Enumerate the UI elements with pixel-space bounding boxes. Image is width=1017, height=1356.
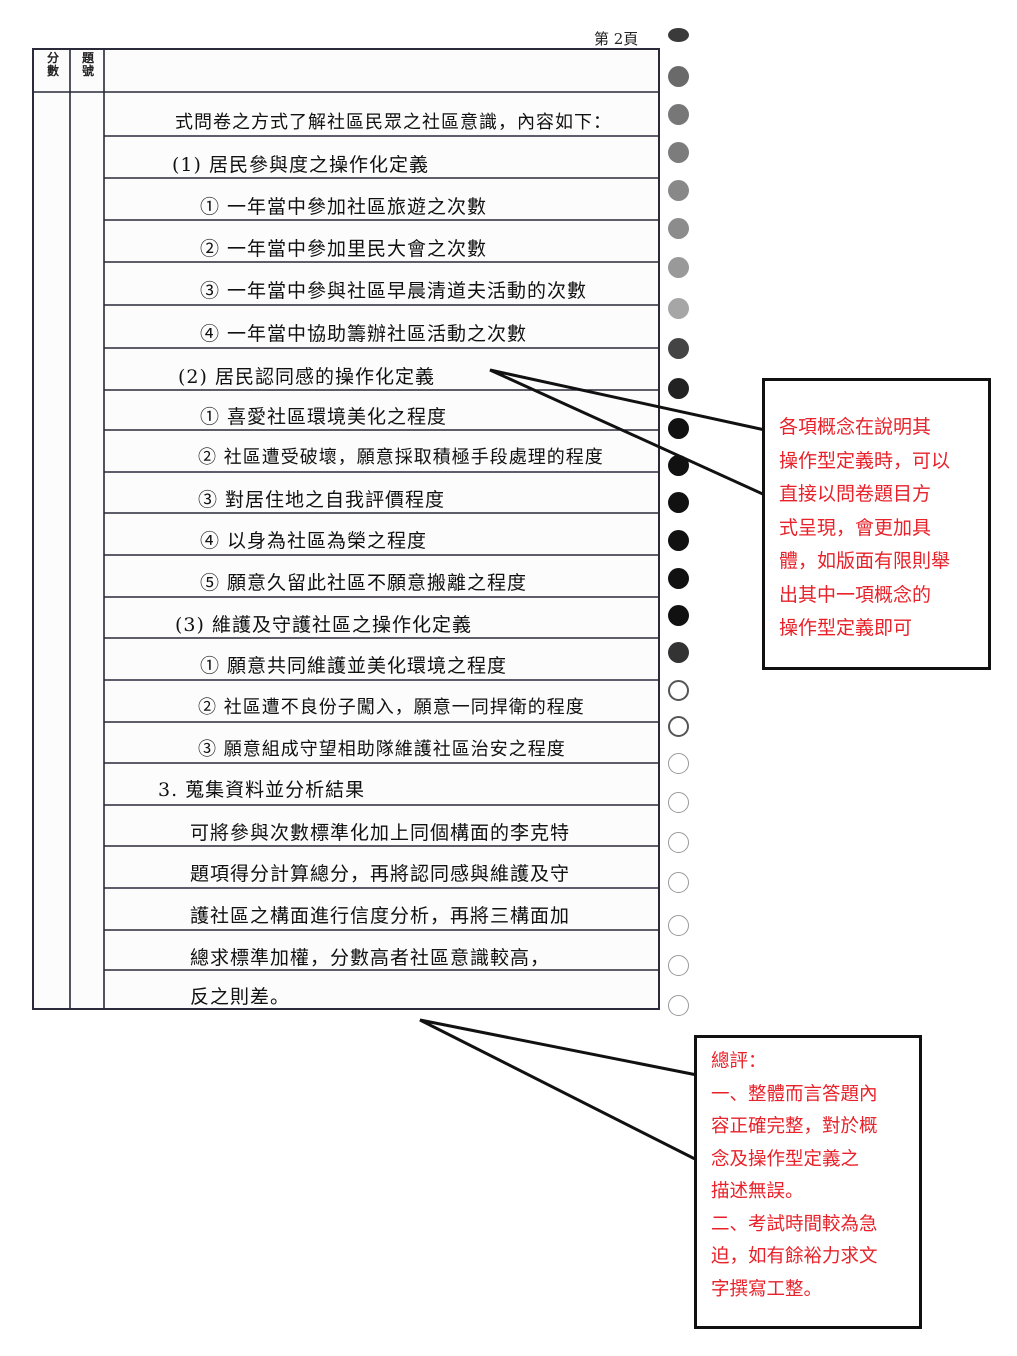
answer-line-16: ③ 願意組成守望相助隊維護社區治安之程度 [198,739,566,760]
answer-line-2: (1) 居民參與度之操作化定義 [172,154,429,176]
binder-hole [668,180,689,201]
binder-hole [668,568,689,589]
binder-hole [668,642,689,663]
binder-hole [668,753,689,774]
binder-hole [668,716,689,737]
binder-hole [668,66,689,87]
answer-line-6: ④ 一年當中協助籌辦社區活動之次數 [200,323,528,345]
answer-line-10: ③ 對居住地之自我評價程度 [198,489,446,511]
answer-line-1: 式問卷之方式了解社區民眾之社區意識，內容如下： [175,112,612,133]
comment-box-operational-definition: 各項概念在說明其 操作型定義時，可以 直接以問卷題目方 式呈現，會更加具 體，如… [762,378,991,670]
answer-line-21: 總求標準加權，分數高者社區意識較高， [190,947,551,969]
binder-hole [668,872,689,893]
answer-line-12: ⑤ 願意久留此社區不願意搬離之程度 [200,572,528,594]
answer-line-7: (2) 居民認同感的操作化定義 [178,366,435,388]
answer-line-14: ① 願意共同維護並美化環境之程度 [200,655,508,677]
question-number-column-header: 題 號 [81,51,94,78]
binder-hole [668,955,689,976]
callout-pointer-1 [489,368,766,497]
answer-line-15: ② 社區遭不良份子闖入，願意一同捍衛的程度 [198,697,585,718]
answer-line-3: ① 一年當中參加社區旅遊之次數 [200,196,488,218]
binder-hole [668,298,689,319]
answer-line-22: 反之則差。 [190,986,291,1008]
binder-hole [668,257,689,278]
binder-hole [668,492,689,513]
binder-hole [668,605,689,626]
answer-line-4: ② 一年當中參加里民大會之次數 [200,238,488,260]
binder-hole [668,338,689,359]
answer-line-5: ③ 一年當中參與社區早晨清道夫活動的次數 [200,280,588,302]
binder-hole [668,530,689,551]
comment-text: 總評： 一、整體而言答題內 容正確完整，對於概 念及操作型定義之 描述無誤。 二… [711,1051,878,1300]
binder-hole [668,995,689,1016]
binder-hole [668,455,689,476]
answer-line-11: ④ 以身為社區為榮之程度 [200,530,428,552]
binder-hole [668,142,689,163]
answer-line-20: 護社區之構面進行信度分析，再將三構面加 [190,905,571,927]
answer-line-13: (3) 維護及守護社區之操作化定義 [175,614,472,636]
answer-sheet [32,48,660,1010]
binder-hole [668,378,689,399]
binder-hole [668,832,689,853]
binder-hole [668,792,689,813]
answer-line-19: 題項得分計算總分，再將認同感與維護及守 [190,863,571,885]
comment-text: 各項概念在說明其 操作型定義時，可以 直接以問卷題目方 式呈現，會更加具 體，如… [779,416,951,639]
page-number: 第 2頁 [594,30,639,48]
binder-hole [668,104,689,125]
callout-pointer-2 [419,1018,698,1162]
comment-box-overall-review: 總評： 一、整體而言答題內 容正確完整，對於概 念及操作型定義之 描述無誤。 二… [694,1035,922,1329]
binder-hole [668,218,689,239]
score-column-header: 分 數 [46,51,59,78]
binder-hole [668,915,689,936]
binder-hole [668,680,689,701]
answer-line-18: 可將參與次數標準化加上同個構面的李克特 [190,822,571,844]
answer-line-17: 3. 蒐集資料並分析結果 [158,779,366,801]
answer-line-8: ① 喜愛社區環境美化之程度 [200,406,448,428]
binder-hole [668,418,689,439]
answer-line-9: ② 社區遭受破壞，願意採取積極手段處理的程度 [198,447,604,468]
binder-hole [668,28,689,42]
